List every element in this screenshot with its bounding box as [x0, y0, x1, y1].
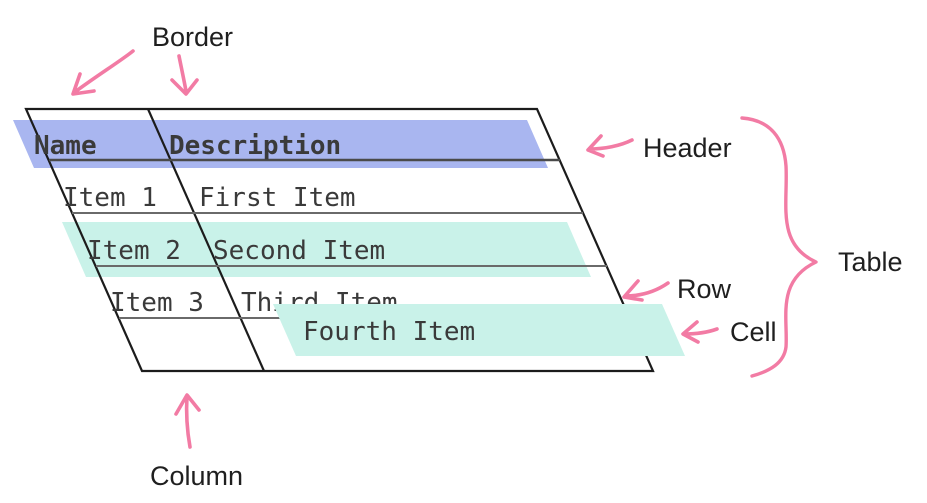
cell-row2-description: Second Item	[213, 236, 385, 266]
header-row-highlight	[13, 120, 548, 168]
cell-label: Cell	[730, 317, 777, 347]
table-brace-icon	[740, 116, 818, 378]
cell-arrow-icon	[681, 320, 719, 344]
border-label: Border	[152, 22, 233, 52]
header-cell-description: Description	[169, 131, 341, 161]
row-highlight	[62, 222, 591, 277]
table-label: Table	[838, 247, 903, 277]
cell-row1-name: Item 1	[63, 183, 157, 213]
column-label: Column	[150, 461, 243, 491]
row-label: Row	[677, 274, 732, 304]
cell-row2-name: Item 2	[87, 236, 181, 266]
cell-row4-description: Fourth Item	[303, 317, 475, 347]
row-arrow-icon	[622, 279, 670, 302]
header-cell-name: Name	[34, 131, 97, 161]
cell-highlight	[273, 304, 685, 356]
cell-row1-description: First Item	[199, 183, 356, 213]
table-border-outline	[24, 107, 655, 373]
header-arrow-icon	[586, 134, 634, 158]
column-arrow-icon	[174, 393, 201, 449]
border-arrow-down-icon	[170, 54, 199, 96]
header-label: Header	[643, 133, 732, 163]
cell-row3-name: Item 3	[110, 288, 204, 318]
border-arrow-left-icon	[71, 49, 135, 96]
column-divider-line	[146, 108, 266, 372]
